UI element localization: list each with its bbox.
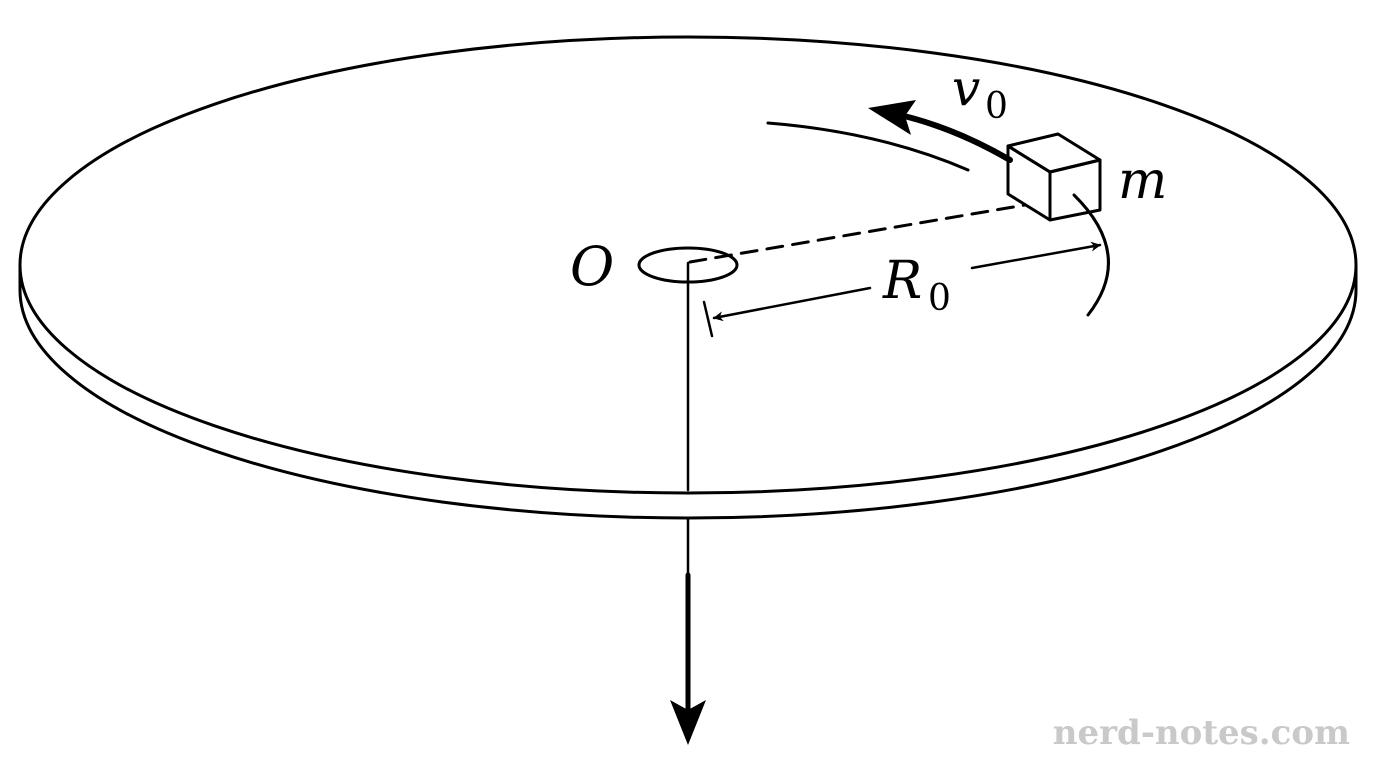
pull-force-arrowhead-icon [670,700,706,745]
radius-dimension-right [970,241,1102,270]
velocity-arrow-shaft [897,112,1013,163]
radius-dashed-line [688,203,1027,264]
radius-subscript: 0 [928,278,951,319]
circular-path-arc-right [1072,193,1110,317]
radius-dimension-left [712,286,872,322]
center-label: O [570,235,614,298]
disk-top-face [18,35,1358,495]
velocity-arrowhead-icon [868,100,916,135]
circular-path-arc-left [766,121,970,172]
watermark-text: nerd-notes.com [1053,713,1350,753]
velocity-subscript: 0 [985,86,1008,127]
mass-label: m [1118,151,1167,211]
radius-label: R [882,251,922,311]
block-mass [1006,132,1102,222]
radius-dimension-tick [702,300,714,338]
velocity-label: v [952,59,980,117]
